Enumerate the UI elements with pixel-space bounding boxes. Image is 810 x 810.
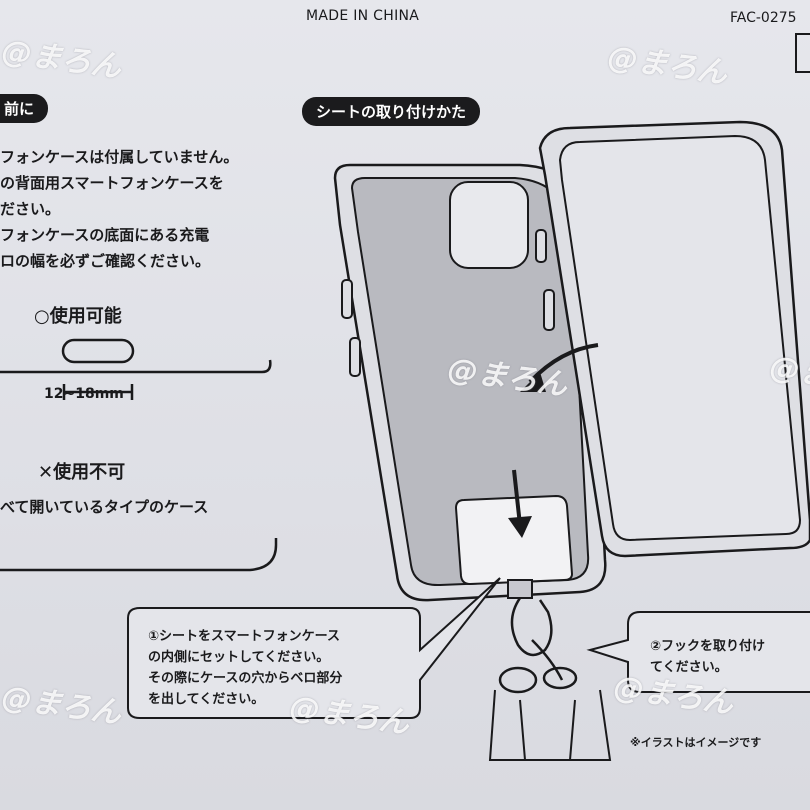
label-box-fragment (795, 33, 810, 73)
phone-case-flap (535, 120, 810, 558)
phone-case-back (333, 163, 607, 602)
dimension-marker (62, 384, 134, 400)
ok-case-profile (0, 338, 272, 374)
arrowhead-icon (520, 372, 546, 392)
made-in-label: MADE IN CHINA (306, 8, 420, 24)
ng-description: べて開いているタイプのケース (0, 498, 209, 516)
sheet (454, 494, 574, 599)
illustration-note: ※イラストはイメージです (630, 736, 762, 749)
hook-strap (488, 597, 612, 761)
step2-line: てください。 (650, 660, 728, 675)
step1-line: ①シートをスマートフォンケース (148, 629, 340, 644)
ng-label: ✕使用不可 (38, 462, 126, 483)
step1-line: の内側にセットしてください。 (148, 650, 330, 665)
product-code: FAC-0275 (730, 10, 797, 26)
step1-text: ①シートをスマートフォンケース の内側にセットしてください。 その際にケースの穴… (148, 626, 342, 710)
left-text-line: フォンケースは付属していません。 (0, 148, 239, 166)
left-text-line: ロの幅を必ずご確認ください。 (0, 252, 211, 270)
section-title-before-use: 前に (0, 94, 49, 123)
dimension-label: 12~18mm (44, 386, 124, 402)
step2-text: ②フックを取り付け てください。 (650, 636, 765, 678)
ng-case-profile (0, 538, 278, 572)
left-text-line: フォンケースの底面にある充電 (0, 226, 210, 244)
step1-line: を出してください。 (148, 692, 265, 707)
left-text-line: ださい。 (0, 200, 61, 218)
ok-label: ○使用可能 (34, 306, 122, 327)
step1-line: その際にケースの穴からベロ部分 (148, 671, 343, 686)
arrow-icon (512, 343, 599, 526)
arrowhead-icon (508, 516, 532, 538)
step2-callout (586, 611, 810, 693)
section-title-sheet-install: シートの取り付けかた (302, 97, 481, 126)
step1-callout (127, 577, 501, 719)
step2-line: ②フックを取り付け (650, 639, 766, 654)
left-text-line: の背面用スマートフォンケースを (0, 174, 224, 192)
